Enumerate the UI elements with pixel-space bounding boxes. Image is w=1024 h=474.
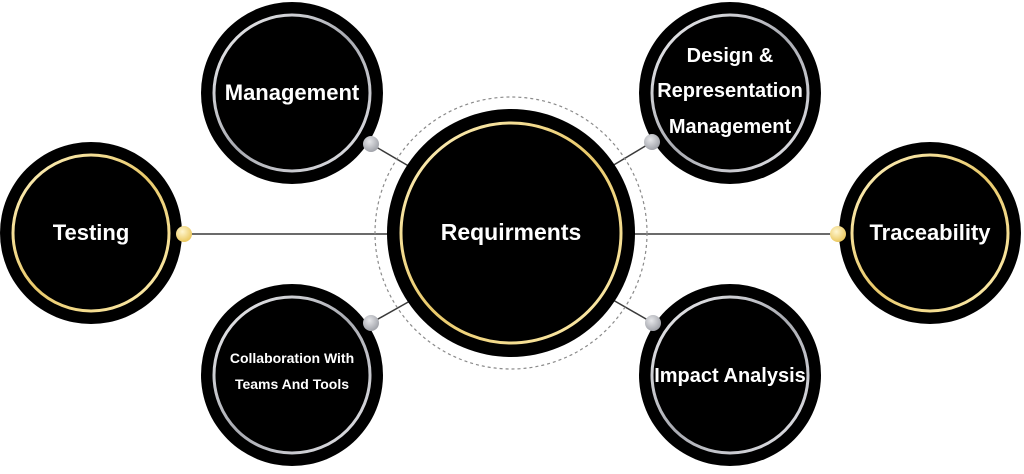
design-label-line-2: Representation bbox=[657, 80, 803, 102]
node-design: Design & Representation Management bbox=[639, 2, 821, 184]
traceability-dot bbox=[830, 226, 846, 242]
node-collaboration: Collaboration With Teams And Tools bbox=[201, 284, 383, 466]
management-label: Management bbox=[225, 80, 360, 105]
center-node: Requirments bbox=[374, 96, 648, 370]
node-traceability: Traceability bbox=[839, 142, 1021, 324]
center-dashed-ring bbox=[374, 96, 648, 370]
connector-dots bbox=[176, 134, 846, 331]
collaboration-label-line-1: Collaboration With bbox=[230, 350, 354, 366]
node-testing: Testing bbox=[0, 142, 182, 324]
impact-dot bbox=[645, 315, 661, 331]
center-circle bbox=[387, 109, 635, 357]
management-dot bbox=[363, 136, 379, 152]
impact-label: Impact Analysis bbox=[654, 365, 806, 387]
center-label: Requirments bbox=[441, 219, 582, 245]
management-silver-ring bbox=[212, 13, 372, 173]
node-management: Management bbox=[201, 2, 383, 184]
testing-dot bbox=[176, 226, 192, 242]
design-label-line-3: Management bbox=[669, 116, 792, 138]
testing-label: Testing bbox=[53, 220, 130, 245]
collaboration-dot bbox=[363, 315, 379, 331]
node-impact: Impact Analysis bbox=[639, 284, 821, 466]
design-label-line-1: Design & bbox=[687, 45, 774, 67]
traceability-gold-ring bbox=[850, 153, 1010, 313]
design-silver-ring bbox=[650, 13, 810, 173]
center-gold-ring bbox=[399, 121, 623, 345]
traceability-label: Traceability bbox=[869, 220, 991, 245]
collaboration-silver-ring bbox=[212, 295, 372, 455]
testing-gold-ring bbox=[11, 153, 171, 313]
collaboration-label-line-2: Teams And Tools bbox=[235, 376, 349, 392]
impact-silver-ring bbox=[650, 295, 810, 455]
design-dot bbox=[644, 134, 660, 150]
